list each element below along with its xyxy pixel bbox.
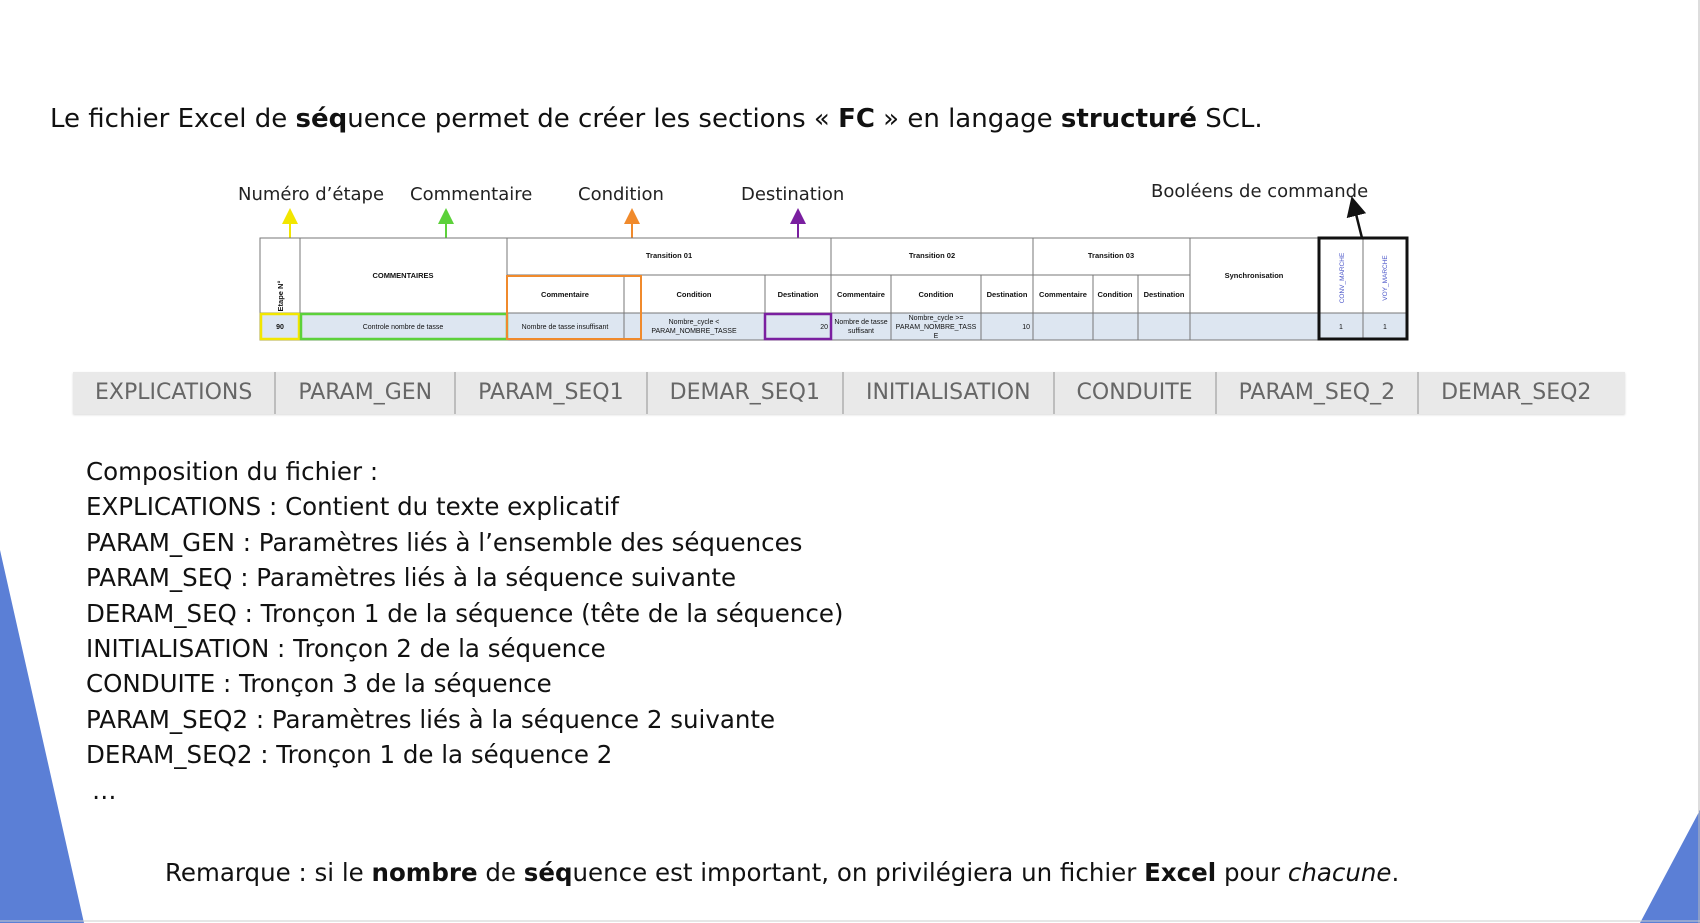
remark-italic: chacune — [1287, 858, 1392, 887]
right-corner-triangle — [1640, 810, 1700, 923]
subheader-condition-2: Condition — [919, 290, 954, 299]
subheader-destination-2: Destination — [987, 290, 1028, 299]
composition-list: Composition du fichier : EXPLICATIONS : … — [86, 454, 843, 808]
data-row-bg — [260, 313, 1408, 340]
cell-t2-condition-l1: Nombre_cycle >= — [909, 315, 964, 322]
composition-item: DERAM_SEQ2 : Tronçon 1 de la séquence 2 — [86, 740, 613, 770]
excel-table-grid: Etape N° COMMENTAIRES Transition 01 Tran… — [259, 236, 1409, 341]
arrow-booleens — [1346, 196, 1367, 239]
header-commentaires: COMMENTAIRES — [372, 271, 433, 280]
highlight-condition — [506, 275, 642, 340]
cell-t2-commentaire-l1: Nombre de tasse — [834, 319, 887, 326]
header-transition-03: Transition 03 — [1088, 251, 1134, 260]
tab-param-gen[interactable]: PARAM_GEN — [276, 372, 457, 414]
subheader-commentaire-3: Commentaire — [1039, 290, 1087, 299]
subheader-condition-3: Condition — [1098, 290, 1133, 299]
composition-item: PARAM_SEQ2 : Paramètres liés à la séquen… — [86, 704, 776, 734]
intro-part: uence permet de créer les sections « — [347, 104, 839, 134]
cell-etape: 90 — [276, 324, 284, 331]
highlight-etape — [259, 312, 301, 341]
header-synchronisation: Synchronisation — [1225, 271, 1284, 280]
annotation-destination: Destination — [741, 184, 845, 205]
cell-t2-commentaire-l2: suffisant — [848, 328, 874, 335]
cell-t2-condition-l3: E — [934, 333, 939, 340]
composition-item: PARAM_GEN : Paramètres liés à l’ensemble… — [86, 527, 803, 557]
remark-part: Remarque : si le — [165, 858, 372, 887]
header-conv-marche: CONV_MARCHE — [1339, 252, 1346, 303]
composition-title: Composition du fichier : — [86, 457, 379, 486]
remark-bold: Excel — [1144, 858, 1217, 887]
intro-bold: séq — [295, 104, 348, 134]
cell-commentaire: Controle nombre de tasse — [363, 324, 444, 331]
cell-t1-commentaire: Nombre de tasse insuffisant — [522, 324, 609, 331]
remark-part: de — [477, 858, 524, 887]
subheader-commentaire-1: Commentaire — [541, 290, 589, 299]
cell-t2-destination: 10 — [1022, 324, 1030, 331]
composition-item: EXPLICATIONS : Contient du texte explica… — [86, 492, 620, 522]
header-transition-01: Transition 01 — [646, 251, 692, 260]
annotation-booleens: Booléens de commande — [1151, 181, 1369, 202]
annotation-numero-etape: Numéro d’étape — [238, 184, 385, 205]
composition-item: CONDUITE : Tronçon 3 de la séquence — [86, 669, 552, 699]
header-transition-02: Transition 02 — [909, 251, 955, 260]
subheader-condition-1: Condition — [677, 290, 712, 299]
annotation-condition: Condition — [578, 184, 664, 205]
annotation-commentaire: Commentaire — [410, 184, 533, 205]
composition-item: DERAM_SEQ : Tronçon 1 de la séquence (tê… — [86, 598, 844, 628]
remark-part: uence est important, on privilégiera un … — [572, 858, 1145, 887]
cell-t1-destination: 20 — [820, 324, 828, 331]
remark-part: . — [1391, 858, 1400, 887]
intro-bold: FC — [838, 104, 875, 134]
cell-t1-condition-l2: PARAM_NOMBRE_TASSE — [651, 328, 737, 335]
subheader-commentaire-2: Commentaire — [837, 290, 885, 299]
intro-part: » en langage — [874, 104, 1061, 134]
composition-item: PARAM_SEQ : Paramètres liés à la séquenc… — [86, 563, 737, 593]
cell-voy-value: 1 — [1383, 324, 1387, 331]
intro-bold: structuré — [1060, 104, 1197, 134]
intro-text: Le fichier Excel de séquence permet de c… — [50, 104, 1263, 134]
remark-bold: séq — [523, 858, 573, 887]
sheet-tabs-bar: EXPLICATIONS PARAM_GEN PARAM_SEQ1 DEMAR_… — [73, 372, 1625, 414]
tab-param-seq-2[interactable]: PARAM_SEQ_2 — [1217, 372, 1420, 414]
tab-param-seq1[interactable]: PARAM_SEQ1 — [456, 372, 648, 414]
highlight-destination — [763, 312, 833, 341]
header-voy-marche: VOY_MARCHE — [1382, 255, 1389, 301]
tab-demar-seq2[interactable]: DEMAR_SEQ2 — [1441, 380, 1592, 405]
subheader-destination-3: Destination — [1144, 290, 1185, 299]
composition-item: INITIALISATION : Tronçon 2 de la séquenc… — [86, 634, 606, 664]
highlight-booleens — [1317, 236, 1409, 341]
tab-conduite[interactable]: CONDUITE — [1055, 372, 1217, 414]
remark-text: Remarque : si le nombre de séquence est … — [165, 858, 1399, 887]
intro-part: Le fichier Excel de — [50, 104, 296, 134]
remark-part: pour — [1216, 858, 1288, 887]
excel-sequence-table: Etape N° COMMENTAIRES Transition 01 Tran… — [259, 236, 1409, 341]
tab-initialisation[interactable]: INITIALISATION — [844, 372, 1055, 414]
intro-part: SCL. — [1196, 104, 1263, 134]
subheader-destination-1: Destination — [778, 290, 819, 299]
left-corner-triangle — [0, 550, 84, 923]
tab-explications[interactable]: EXPLICATIONS — [73, 372, 277, 414]
cell-t2-condition-l2: PARAM_NOMBRE_TASS — [896, 324, 977, 331]
cell-conv-value: 1 — [1339, 324, 1343, 331]
tab-demar-seq1[interactable]: DEMAR_SEQ1 — [648, 372, 844, 414]
cell-t1-condition-l1: Nombre_cycle < — [669, 319, 720, 326]
composition-ellipsis: … — [92, 775, 117, 805]
header-etape: Etape N° — [276, 281, 285, 312]
remark-bold: nombre — [371, 858, 478, 887]
